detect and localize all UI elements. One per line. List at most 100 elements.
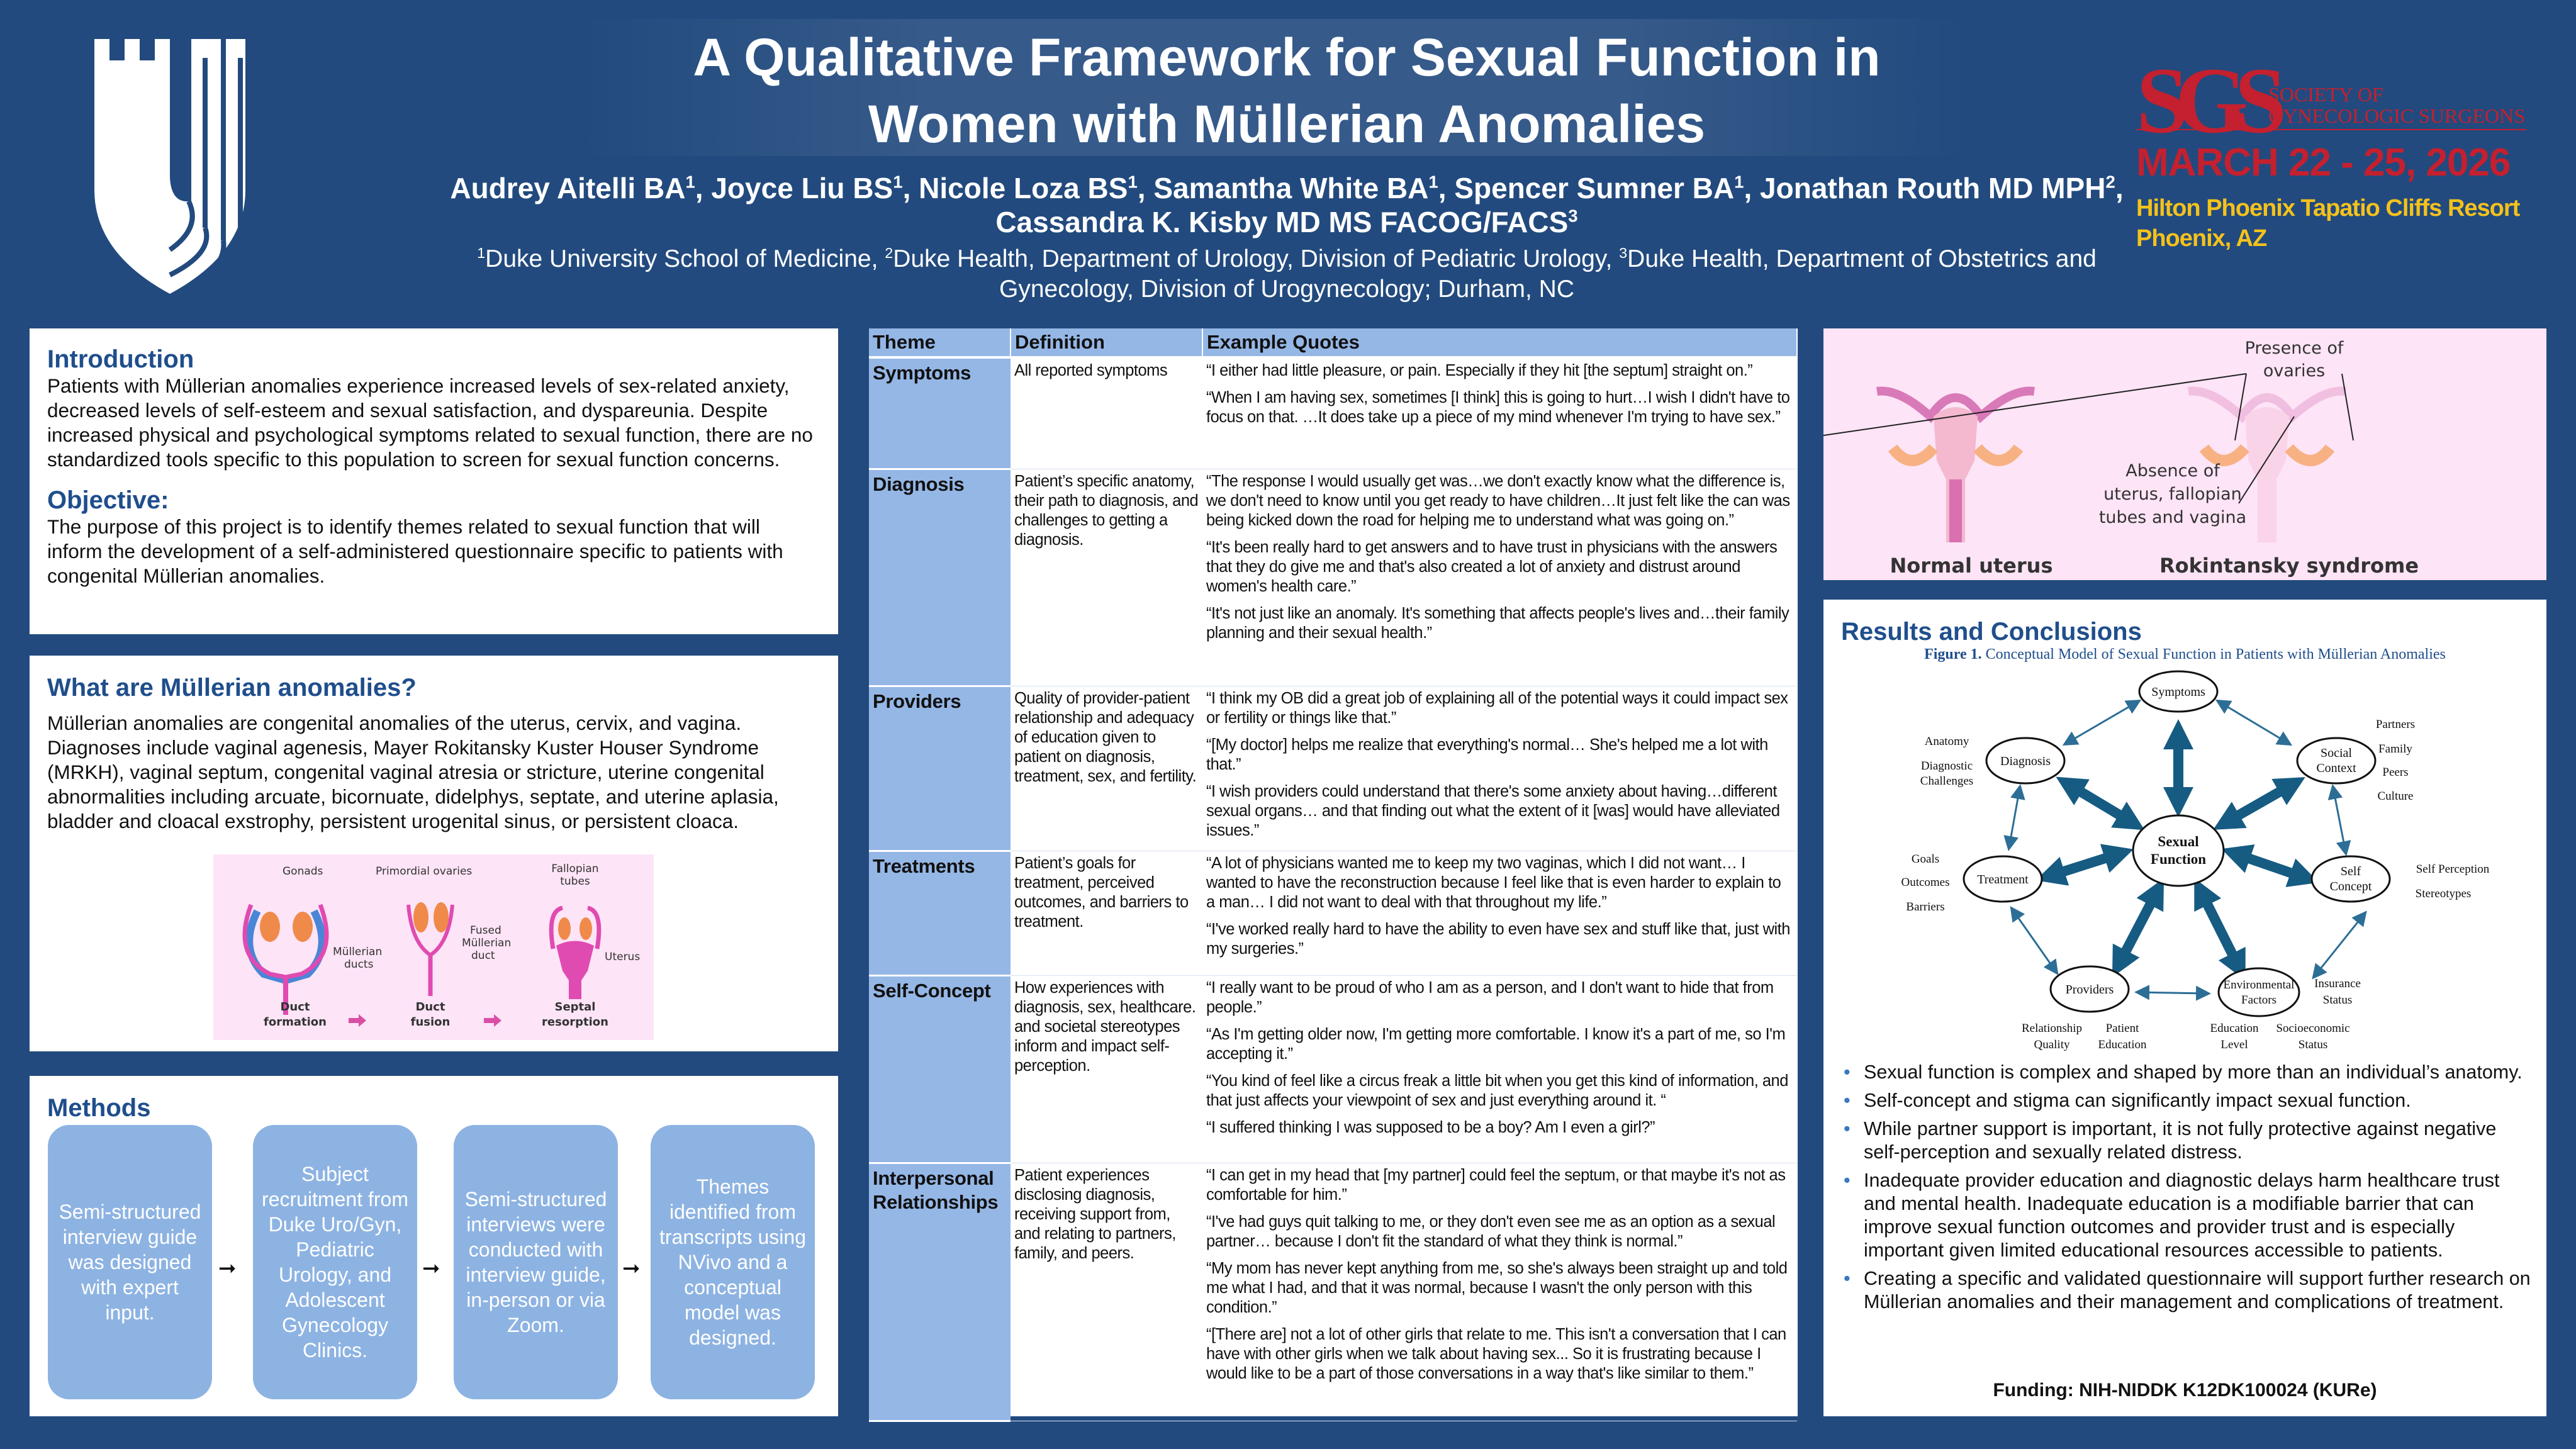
header-definition: Definition <box>1011 328 1203 359</box>
affiliations: 1Duke University School of Medicine, 2Du… <box>440 244 2133 305</box>
affiliation: 1Duke University School of Medicine, <box>477 245 885 272</box>
sgs-logo-letters: SGS <box>2136 48 2287 153</box>
svg-text:Insurance: Insurance <box>2314 977 2361 990</box>
quote: “It's not just like an anomaly. It's som… <box>1206 604 1789 642</box>
node-treatment: Treatment <box>1977 873 2029 887</box>
svg-text:Partners: Partners <box>2376 718 2415 731</box>
svg-text:Level: Level <box>2220 1038 2248 1051</box>
quote: “You kind of feel like a circus freak a … <box>1206 1071 1788 1109</box>
divider <box>2136 129 2526 130</box>
conclusion-item: Sexual function is complex and shaped by… <box>1841 1061 2533 1084</box>
conference-venue: Hilton Phoenix Tapatio Cliffs Resort Pho… <box>2136 195 2520 252</box>
theme-cell: Interpersonal Relationships <box>869 1163 1011 1422</box>
node-self-concept: Self <box>2341 864 2361 878</box>
author: Cassandra K. Kisby MD MS FACOG/FACS3 <box>995 206 1578 238</box>
title-line-1: A Qualitative Framework for Sexual Funct… <box>693 28 1881 87</box>
svg-text:ducts: ducts <box>344 958 374 971</box>
svg-text:formation: formation <box>264 1015 327 1029</box>
svg-text:Socioeconomic: Socioeconomic <box>2276 1022 2349 1035</box>
svg-text:Barriers: Barriers <box>1906 900 1944 914</box>
arrow-right-icon: ➞ <box>422 1256 440 1280</box>
quote: “[My doctor] helps me realize that every… <box>1206 736 1768 773</box>
methods-heading: Methods <box>47 1094 151 1122</box>
theme-cell: Symptoms <box>869 357 1011 470</box>
quote: “I really want to be proud of who I am a… <box>1206 978 1774 1016</box>
node-social-context: Context <box>2316 761 2356 775</box>
thick-arrows <box>2036 719 2319 981</box>
title-band <box>575 19 1972 156</box>
quote: “[There are] not a lot of other girls th… <box>1206 1325 1786 1382</box>
author: Nicole Loza BS1, <box>919 172 1154 204</box>
svg-text:Gonads: Gonads <box>283 865 323 878</box>
node-environmental-factors: Factors <box>2241 993 2276 1007</box>
sgs-conference-logo: SGS SOCIETY OF GYNECOLOGIC SURGEONS MARC… <box>2136 48 2545 261</box>
theme-cell: Providers <box>869 686 1011 852</box>
results-heading: Results and Conclusions <box>1841 618 2142 646</box>
definition-cell: All reported symptoms <box>1011 357 1202 469</box>
definition-cell: Quality of provider-patient relationship… <box>1011 686 1202 851</box>
svg-text:Absence of: Absence of <box>2125 461 2220 481</box>
svg-text:Status: Status <box>2323 993 2352 1007</box>
quotes-cell: “I either had little pleasure, or pain. … <box>1202 357 1797 469</box>
diagram-nodes <box>1963 670 2391 1017</box>
svg-text:Stereotypes: Stereotypes <box>2416 887 2472 900</box>
author: Spencer Sumner BA1, <box>1454 172 1761 204</box>
quote: “As I'm getting older now, I'm getting m… <box>1206 1025 1786 1063</box>
funding-note: Funding: NIH-NIDDK K12DK100024 (KURe) <box>1993 1380 2377 1401</box>
svg-text:Müllerian: Müllerian <box>462 937 511 949</box>
svg-text:Challenges: Challenges <box>1920 775 1973 788</box>
what-are-mullerian-panel: What are Müllerian anomalies? Müllerian … <box>30 656 838 1051</box>
conclusion-item: While partner support is important, it i… <box>1841 1117 2533 1164</box>
quote: “My mom has never kept anything from me,… <box>1206 1259 1788 1316</box>
method-step-1: Semi-structured interview guide was desi… <box>48 1125 212 1399</box>
conclusions-list: Sexual function is complex and shaped by… <box>1841 1061 2533 1319</box>
quotes-cell: “A lot of physicians wanted me to keep m… <box>1202 851 1797 976</box>
introduction-heading: Introduction <box>47 345 194 373</box>
arrow-right-icon: ➞ <box>218 1256 237 1280</box>
node-sexual-function: Function <box>2151 851 2206 867</box>
affiliation: 3Duke Health, Department of Obstetrics a… <box>999 245 2097 303</box>
svg-text:Outcomes: Outcomes <box>1901 876 1949 889</box>
svg-text:Family: Family <box>2378 742 2412 756</box>
objective-heading: Objective: <box>47 486 169 514</box>
quote: “I think my OB did a great job of explai… <box>1206 689 1788 727</box>
svg-text:Education: Education <box>2098 1038 2147 1051</box>
svg-text:Primordial ovaries: Primordial ovaries <box>376 865 472 878</box>
svg-text:Peers: Peers <box>2382 766 2408 779</box>
node-providers: Providers <box>2066 983 2114 997</box>
node-environmental-factors: Environmental <box>2224 978 2295 992</box>
svg-text:Anatomy: Anatomy <box>1925 735 1969 748</box>
poster-title: A Qualitative Framework for Sexual Funct… <box>440 24 2133 157</box>
definition-cell: Patient experiences disclosing diagnosis… <box>1011 1163 1202 1421</box>
conceptual-model-diagram: Symptoms Diagnosis Social Context Sexual… <box>1901 670 2490 1051</box>
node-symptoms: Symptoms <box>2151 685 2205 699</box>
quotes-cell: “I can get in my head that [my partner] … <box>1202 1163 1797 1421</box>
svg-text:Rokintansky syndrome: Rokintansky syndrome <box>2159 554 2419 578</box>
mullerian-development-figure: Gonads Müllerian ducts Duct formation Pr… <box>213 854 654 1040</box>
node-diagnosis: Diagnosis <box>2000 754 2051 768</box>
method-step-4: Themes identified from transcripts using… <box>651 1125 815 1399</box>
method-step-2: Subject recruitment from Duke Uro/Gyn, P… <box>253 1125 417 1399</box>
svg-text:tubes: tubes <box>560 875 590 888</box>
node-sexual-function: Sexual <box>2158 834 2198 849</box>
thin-arrows <box>2003 699 2367 1001</box>
node-self-concept: Concept <box>2330 880 2372 893</box>
title-line-2: Women with Müllerian Anomalies <box>868 94 1706 154</box>
methods-panel: Methods Semi-structured interview guide … <box>30 1076 838 1416</box>
svg-text:duct: duct <box>471 949 495 962</box>
svg-text:Duct: Duct <box>415 1000 445 1014</box>
svg-text:Uterus: Uterus <box>605 951 640 963</box>
society-name: SOCIETY OF GYNECOLOGIC SURGEONS <box>2268 83 2526 127</box>
quote: “I either had little pleasure, or pain. … <box>1206 362 1753 379</box>
svg-text:Fallopian: Fallopian <box>551 863 598 875</box>
method-step-3: Semi-structured interviews were conducte… <box>454 1125 618 1399</box>
quotes-cell: “The response I would usually get was…we… <box>1202 469 1797 686</box>
svg-text:uterus, fallopian: uterus, fallopian <box>2103 484 2242 504</box>
theme-cell: Self-Concept <box>869 975 1011 1164</box>
theme-cell: Diagnosis <box>869 469 1011 687</box>
quotes-cell: “I really want to be proud of who I am a… <box>1202 975 1797 1163</box>
